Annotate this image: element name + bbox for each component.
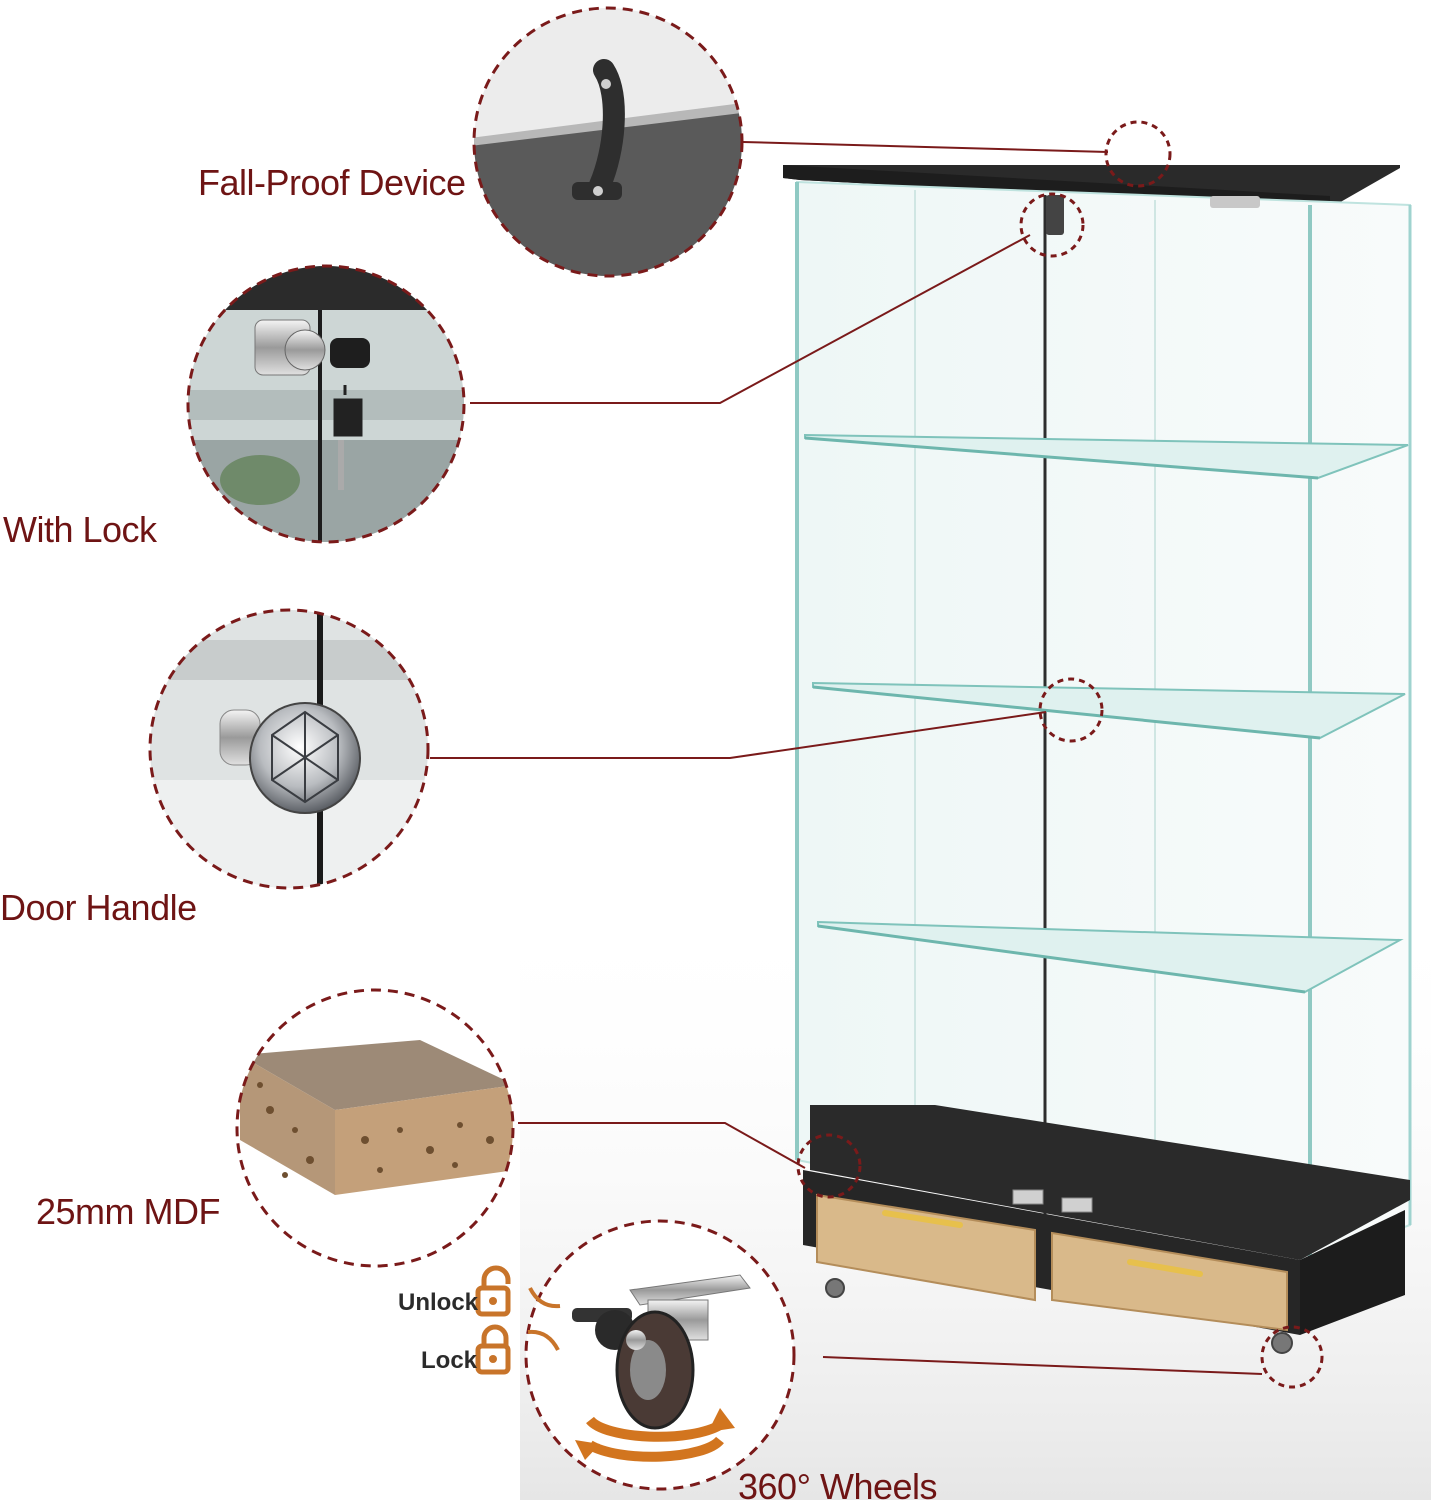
- unlock-icon: [475, 1265, 511, 1317]
- unlock-label: Unlock: [398, 1289, 479, 1316]
- fall-proof-label: Fall-Proof Device: [198, 162, 466, 203]
- lock-label: Lock: [421, 1347, 478, 1374]
- door-handle-label: Door Handle: [0, 887, 197, 928]
- with-lock-label: With Lock: [3, 509, 157, 550]
- wheel-detail: [524, 1219, 796, 1491]
- fall-proof-detail: [472, 6, 744, 278]
- lock-detail: [186, 264, 466, 544]
- callout-lines: [430, 141, 1263, 1375]
- right-drawer: [1051, 1231, 1288, 1332]
- mdf-label: 25mm MDF: [36, 1191, 221, 1232]
- door-handle-detail: [148, 608, 430, 890]
- rotate-arrows-icon: [575, 1408, 735, 1462]
- glass-display-cabinet: [783, 165, 1412, 1354]
- lock-icon: [475, 1324, 511, 1375]
- left-drawer: [816, 1193, 1036, 1302]
- wheels-label: 360° Wheels: [738, 1466, 938, 1507]
- target-markers: [796, 120, 1324, 1389]
- cabinet-base-top: [810, 1105, 1410, 1260]
- wheel: [1271, 1332, 1293, 1354]
- glass-shelves: [804, 433, 1409, 994]
- unlock-arrow-icon: [527, 1287, 561, 1351]
- mdf-detail: [235, 988, 515, 1268]
